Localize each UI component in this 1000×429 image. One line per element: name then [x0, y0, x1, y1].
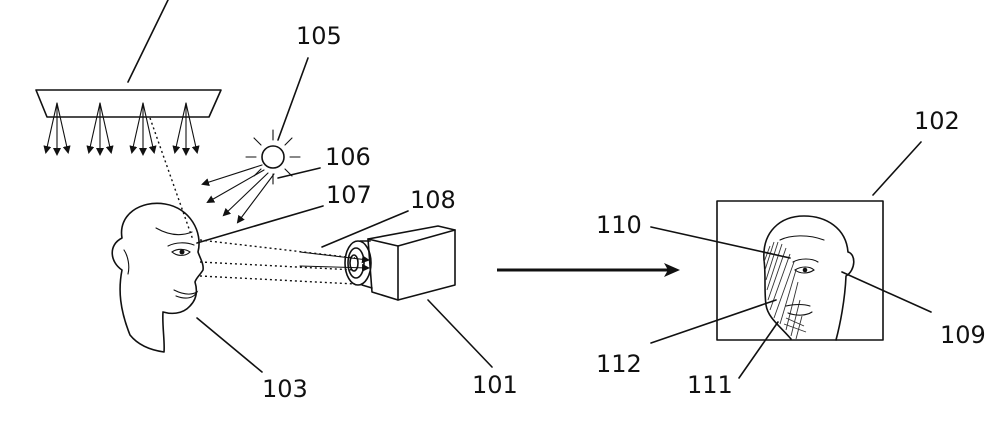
- label-106: 106: [325, 143, 371, 171]
- label-110: 110: [596, 211, 642, 239]
- sun-light-source: [245, 57, 309, 185]
- label-109: 109: [940, 321, 986, 349]
- label-107: 107: [326, 181, 372, 209]
- label-112: 112: [596, 350, 642, 378]
- label-108: 108: [410, 186, 456, 214]
- overhead-light-rays: [43, 102, 200, 156]
- overhead-light-panel: [35, 0, 222, 156]
- camera: [344, 225, 493, 368]
- output-image-frame: [716, 141, 922, 341]
- label-102: 102: [914, 107, 960, 135]
- person-head: [111, 202, 204, 353]
- label-101: 101: [472, 371, 518, 399]
- label-111: 111: [687, 371, 733, 399]
- label-105: 105: [296, 22, 342, 50]
- label-103: 103: [262, 375, 308, 403]
- sun-rays: [201, 164, 275, 224]
- output-face: [650, 215, 932, 379]
